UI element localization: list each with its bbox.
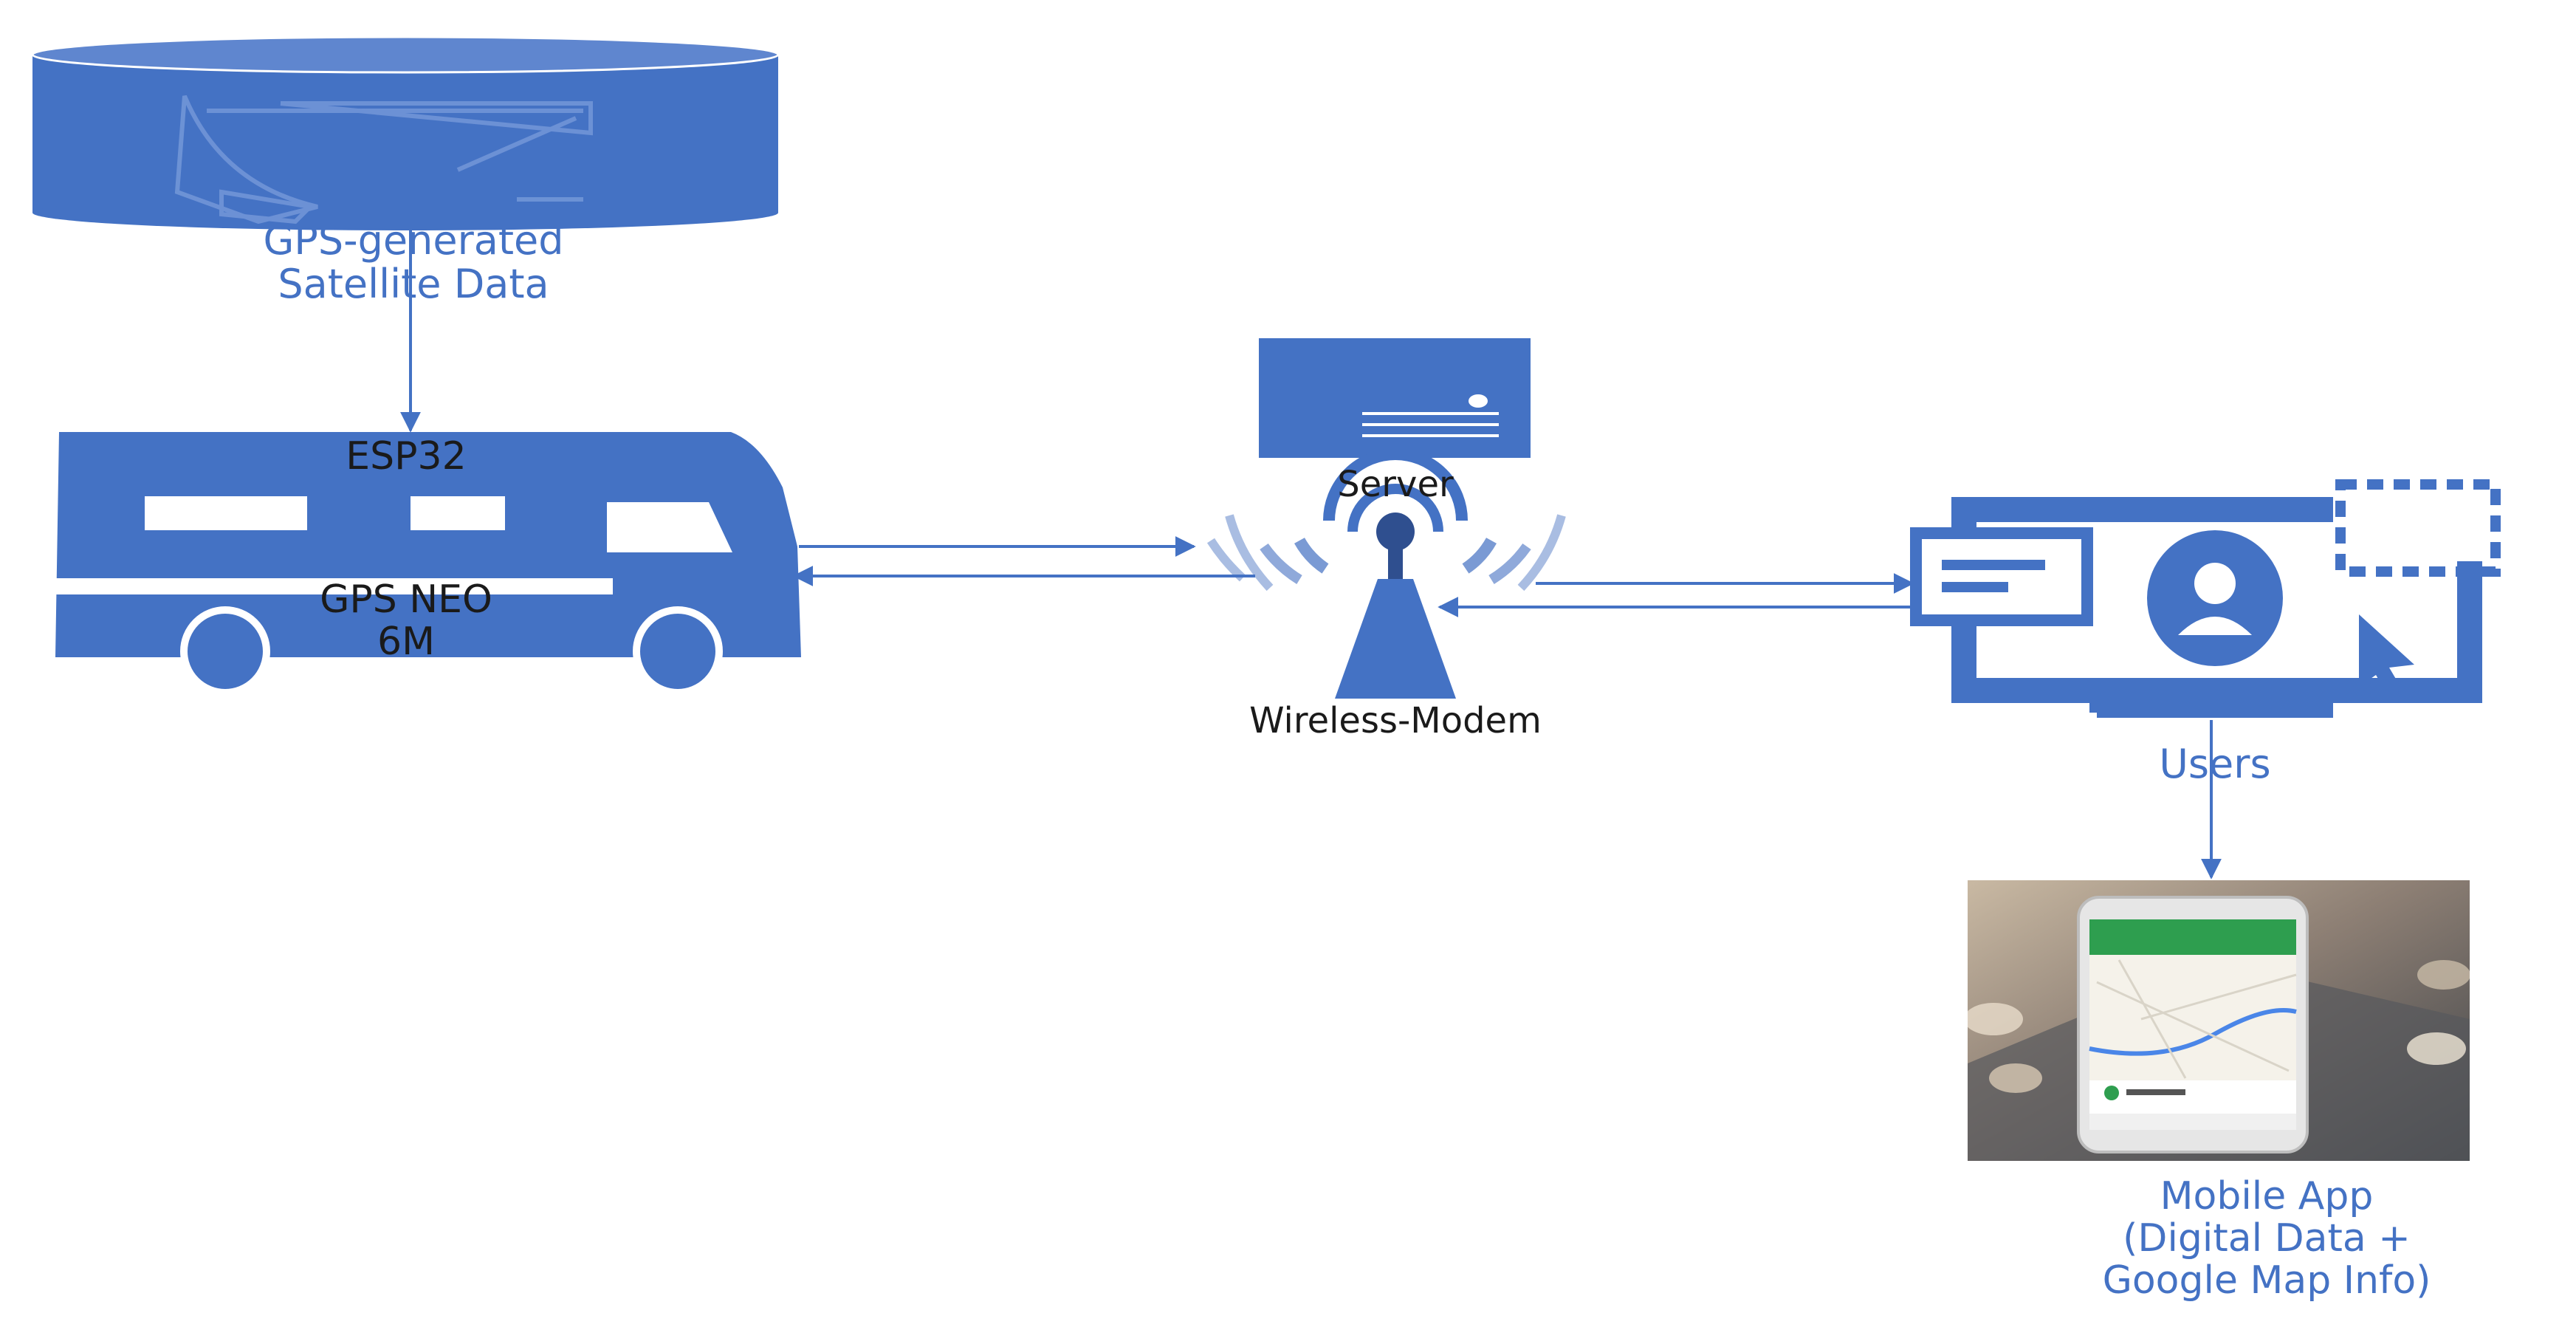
server-label: Server [1337,464,1454,505]
vehicle-node [55,432,801,696]
satellite-data-node [31,35,780,230]
gps-module-label-line-2: 6M [377,620,435,665]
satellite-label-line-1: GPS-generated [263,217,564,264]
server-node [1259,338,1531,458]
gps-module-label-line-1: GPS NEO [320,577,492,622]
esp32-label: ESP32 [346,434,467,479]
phone-map-photo [1968,880,2470,1161]
gps-module-label: GPS NEO 6M [258,577,554,665]
mobile-app-label-line-1: Mobile App [2160,1174,2374,1218]
satellite-dish-icon [174,95,593,224]
mobile-app-label: Mobile App (Digital Data + Google Map In… [1964,1174,2569,1303]
user-monitor-icon [1910,479,2501,718]
wireless-tower-icon [1206,448,1566,699]
mobile-app-label-line-3: Google Map Info) [2102,1258,2431,1303]
camper-van-icon [55,432,801,696]
mobile-app-label-line-2: (Digital Data + [2123,1216,2411,1261]
mobile-app-node [1968,880,2470,1161]
server-icon [1259,338,1531,458]
satellite-label: GPS-generated Satellite Data [111,219,716,306]
connectors [400,222,2222,880]
satellite-label-line-2: Satellite Data [278,261,549,308]
users-label: Users [2159,741,2271,787]
wireless-modem-label: Wireless-Modem [1249,700,1542,741]
users-node [1910,479,2501,718]
wireless-modem-node [1206,448,1566,699]
